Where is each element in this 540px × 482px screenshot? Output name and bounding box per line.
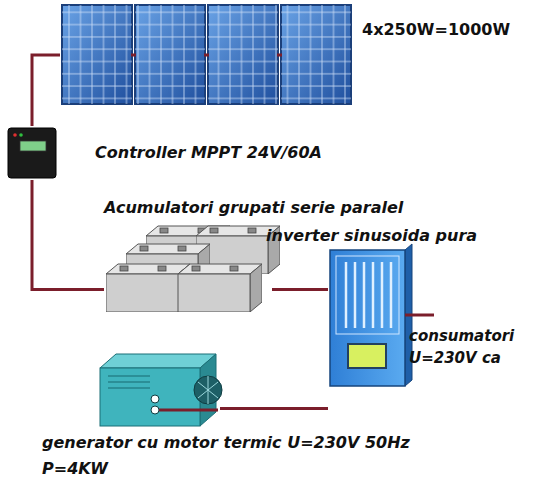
component-label: Controller MPPT 24V/60A xyxy=(95,143,322,163)
mppt-controller xyxy=(8,128,56,178)
load-label: consumatori U=230V ca xyxy=(409,325,537,369)
generator-box: generator cu motor termic U=230V 50Hz P=… xyxy=(98,350,220,428)
power-wire xyxy=(220,407,328,410)
battery-bank xyxy=(106,226,280,312)
output-wire xyxy=(405,314,434,317)
power-wire xyxy=(32,55,60,126)
component-label: generator cu motor termic U=230V 50Hz P=… xyxy=(42,430,414,482)
inverter-box: inverter sinusoida pura xyxy=(328,248,408,388)
controller-box: Controller MPPT 24V/60A xyxy=(6,126,58,180)
power-wire xyxy=(272,288,328,291)
panel-array: 4x250W=1000W xyxy=(60,3,358,107)
inverter xyxy=(330,244,412,386)
component-label: Acumulatori grupati serie paralel xyxy=(104,198,403,218)
component-label: inverter sinusoida pura xyxy=(266,226,477,246)
generator xyxy=(100,354,222,426)
solar-panels xyxy=(62,5,351,104)
power-wire xyxy=(32,180,104,290)
component-label: 4x250W=1000W xyxy=(362,20,510,40)
battery-box: Acumulatori grupati serie paralel xyxy=(104,222,272,312)
